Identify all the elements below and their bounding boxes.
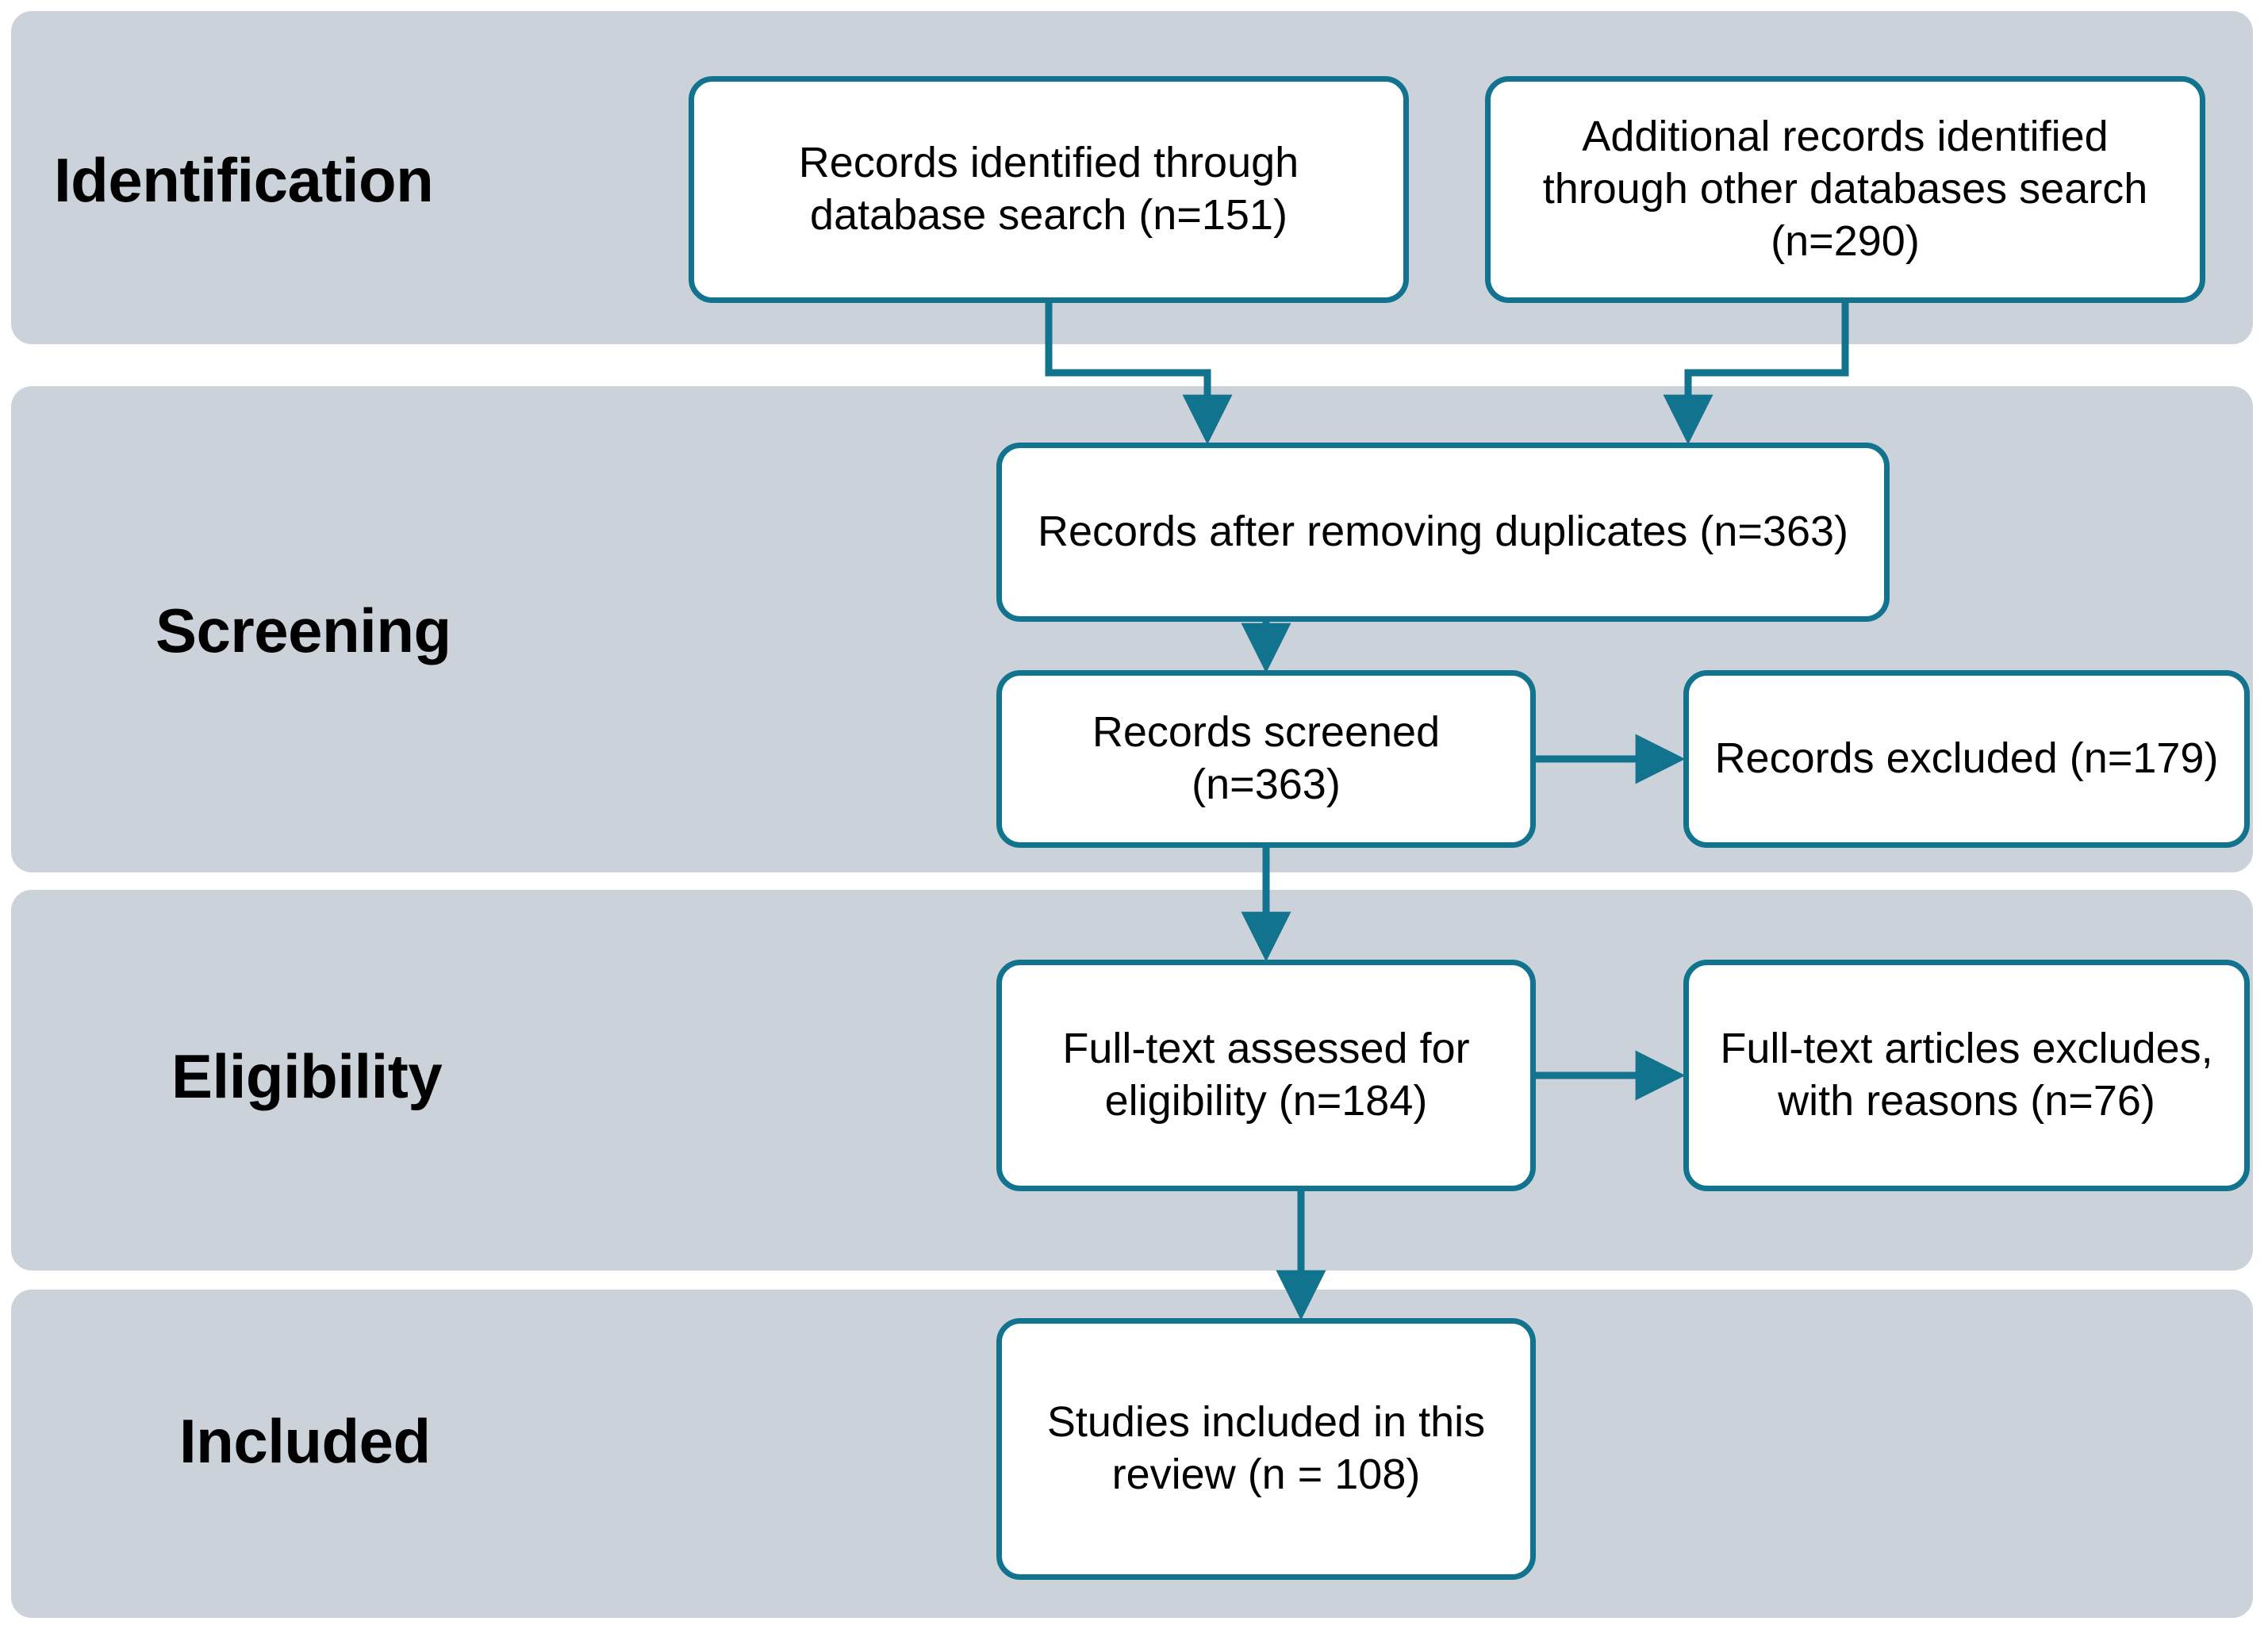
node-records-identified-database-search: Records identified through database sear… <box>689 76 1409 303</box>
node-records-excluded: Records excluded (n=179) <box>1683 670 2250 848</box>
node-text: Studies included in this review (n = 108… <box>1046 1398 1486 1498</box>
node-text: Records excluded (n=179) <box>1714 734 2219 783</box>
node-text: Records after removing duplicates (n=363… <box>1037 508 1849 556</box>
stage-label-eligibility: Eligibility <box>171 1041 443 1111</box>
stage-label-screening: Screening <box>155 596 451 665</box>
node-records-screened: Records screened (n=363) <box>996 670 1536 848</box>
node-fulltext-assessed-for-eligibility: Full-text assessed for eligibility (n=18… <box>996 960 1536 1191</box>
node-text: Full-text assessed for eligibility (n=18… <box>1062 1025 1470 1125</box>
node-text: Full-text articles excludes, with reason… <box>1720 1025 2213 1125</box>
node-studies-included-in-review: Studies included in this review (n = 108… <box>996 1318 1536 1580</box>
node-text: Additional records identified through ot… <box>1542 113 2148 265</box>
node-fulltext-articles-excluded-with-reasons: Full-text articles excludes, with reason… <box>1683 960 2250 1191</box>
stage-label-included: Included <box>179 1406 431 1476</box>
node-text: Records screened (n=363) <box>1092 708 1441 808</box>
node-additional-records-other-databases: Additional records identified through ot… <box>1485 76 2205 303</box>
node-text: Records identified through database sear… <box>798 139 1299 239</box>
stage-label-identification: Identification <box>54 145 434 215</box>
node-records-after-removing-duplicates: Records after removing duplicates (n=363… <box>996 443 1890 622</box>
